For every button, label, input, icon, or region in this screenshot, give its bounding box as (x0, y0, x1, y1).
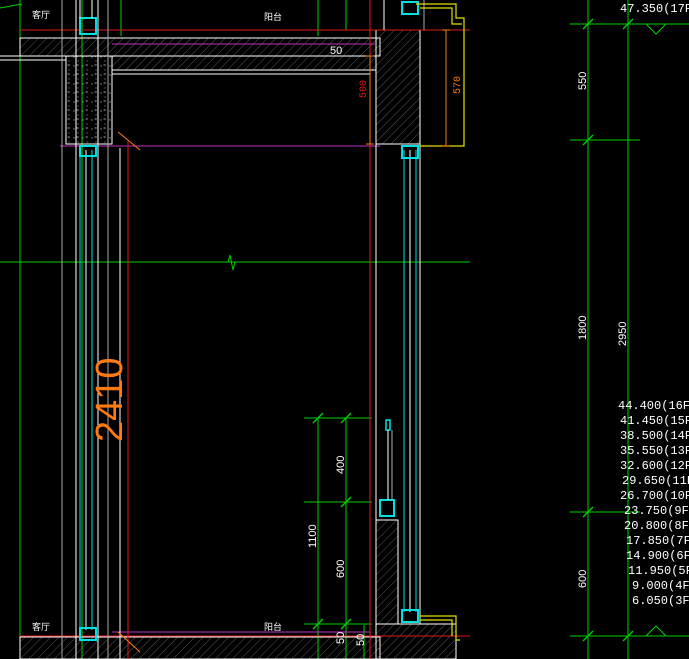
dimension-texts: 50 500 570 550 1800 2950 600 400 1100 60… (89, 45, 629, 646)
elevation-item: 41.450(15F (620, 414, 689, 428)
dim-50-bottom-b: 50 (355, 634, 367, 646)
left-window-frame (61, 0, 129, 659)
elevation-item: 17.850(7F (626, 534, 689, 548)
room-label-living-bottom: 客厅 (32, 621, 50, 632)
elevation-item: 6.050(3F (632, 594, 689, 608)
right-window-frame (369, 0, 425, 659)
level-symbol (0, 3, 689, 637)
elevation-item: 29.650(11F (622, 474, 689, 488)
dim-1100: 1100 (307, 524, 319, 548)
dim-2410: 2410 (89, 357, 131, 442)
elevation-item: 32.600(12F (620, 459, 689, 473)
top-slab (0, 29, 470, 147)
elevation-item: 38.500(14F (620, 429, 689, 443)
elevation-item: 23.750(9F (624, 504, 689, 518)
elevation-labels: 47.350(17F 44.400(16F 41.450(15F 38.500(… (618, 2, 689, 608)
elevation-item: 14.900(6F (626, 549, 689, 563)
elevation-item: 26.700(10F (620, 489, 689, 503)
elevation-item: 11.950(5F (628, 564, 689, 578)
tick-marks (312, 18, 634, 642)
dim-550: 550 (577, 72, 589, 90)
room-labels: 客厅 阳台 客厅 阳台 (32, 9, 282, 632)
elevation-item: 35.550(13F (620, 444, 689, 458)
dim-1800: 1800 (577, 316, 589, 340)
dim-2950: 2950 (617, 322, 629, 346)
orange-dimensions (117, 29, 450, 653)
bottom-slab (19, 519, 470, 659)
room-label-living-top: 客厅 (32, 9, 50, 20)
elevation-item: 9.000(4F (632, 579, 689, 593)
room-label-balcony-bottom: 阳台 (264, 621, 282, 632)
dim-600-left: 600 (335, 560, 347, 578)
balcony-railing (416, 3, 465, 641)
dim-570: 570 (453, 76, 464, 94)
dim-50-bottom-a: 50 (335, 632, 347, 644)
room-label-balcony-top: 阳台 (264, 11, 282, 22)
dim-600-right: 600 (577, 570, 589, 588)
elevation-item: 20.800(8F (624, 519, 689, 533)
dim-500: 500 (359, 80, 370, 98)
break-mark (222, 254, 242, 271)
dim-50-top: 50 (330, 45, 342, 57)
elevation-item: 44.400(16F (618, 399, 689, 413)
dim-400: 400 (335, 456, 347, 474)
elevation-top: 47.350(17F (620, 2, 689, 16)
